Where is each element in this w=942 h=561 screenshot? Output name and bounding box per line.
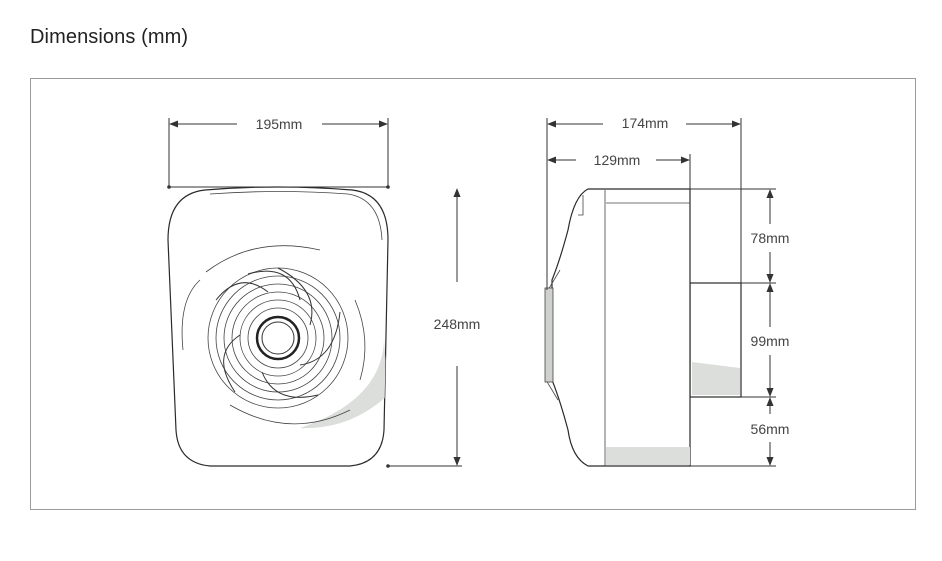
side-top-clip — [578, 195, 584, 216]
side-body-outline — [551, 188, 691, 467]
side-vertical-dimensions: 78mm 99mm 56mm — [690, 188, 790, 467]
side-grille-face — [544, 287, 554, 383]
front-louvre-ring-5 — [247, 307, 309, 369]
front-louvre-ring-4 — [239, 299, 317, 377]
side-total-depth-dimension: 174mm — [546, 115, 742, 290]
front-height-label: 248mm — [434, 316, 481, 332]
front-fan-blades — [215, 267, 341, 398]
front-housing-inner-edge — [209, 191, 383, 241]
front-swirl-arc-lower — [229, 404, 351, 425]
front-shading — [300, 340, 388, 429]
section-heading: Dimensions (mm) — [30, 26, 189, 48]
side-duct-height-label: 99mm — [751, 333, 790, 349]
front-swirl-arc-right — [354, 299, 366, 381]
front-louvre-ring — [215, 275, 341, 401]
front-fan-hub-inner — [261, 321, 295, 355]
side-body-bottom-shading — [606, 447, 690, 465]
side-view — [544, 188, 742, 467]
side-bottom-offset-label: 56mm — [751, 421, 790, 437]
side-total-depth-label: 174mm — [622, 115, 669, 131]
front-view — [167, 186, 389, 467]
front-width-dimension: 195mm — [167, 116, 390, 189]
front-swirl-arc-left — [181, 279, 201, 351]
front-height-dimension: 248mm — [386, 188, 481, 468]
front-width-label: 195mm — [256, 116, 303, 132]
front-swirl-arc-upper — [205, 245, 321, 273]
front-louvre-ring-3 — [231, 291, 325, 385]
side-duct-shading — [692, 362, 740, 395]
side-body-depth-label: 129mm — [594, 152, 641, 168]
side-body-depth-dimension: 129mm — [547, 152, 691, 189]
side-top-offset-label: 78mm — [751, 230, 790, 246]
